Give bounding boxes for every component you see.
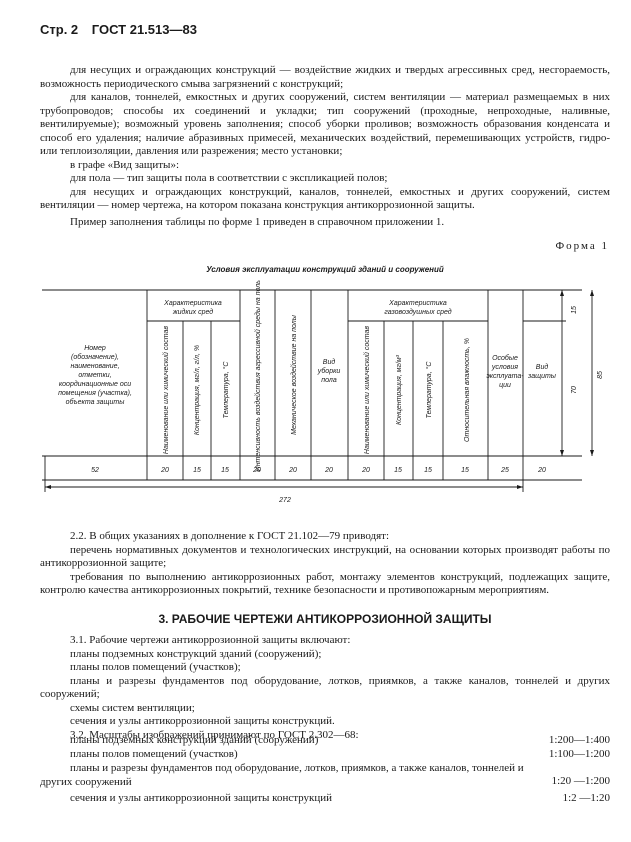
scale-row: планы полов помещений (участков) 1:100—1… [40,748,610,762]
object-header-line: Номер [84,345,106,352]
page-header: Стр. 2 ГОСТ 21.513—83 [40,22,207,37]
scale-text: планы полов помещений (участков) [70,748,238,760]
text-line: в графе «Вид защиты»: [70,158,180,171]
width-label: 20 [160,467,169,474]
liquid-group-header: жидких сред [172,308,213,316]
vertical-header: Температура, °С [425,361,433,419]
standard-code: ГОСТ 21.513—83 [91,22,197,37]
width-label: 20 [252,467,261,474]
paragraph-block-1: для несущих и ограждающих конструкций — … [40,64,610,229]
special-header: условия [491,364,518,371]
text-line: для пола — тип защиты пола в соответстви… [70,172,388,184]
scale-value: 1:2 —1:20 [562,792,610,804]
total-width-label: 272 [278,497,291,504]
vertical-header: Концентрация, мг/л, г/л, % [194,345,201,435]
height-label: 70 [571,386,578,394]
protect-header: Вид [536,363,549,371]
gas-group-header: Характеристика [388,300,447,307]
special-header: эксплуата- [486,373,524,380]
text-line: для несущих и ограждающих конструкций, к… [40,185,610,212]
width-label: 15 [461,467,469,474]
text-line: для несущих и ограждающих конструкций — … [40,64,610,90]
width-label: 20 [537,467,546,474]
text-line: планы подземных конструкций зданий (соор… [70,647,322,660]
scale-value: 1:20 —1:200 [551,775,610,787]
vertical-header: Температура, °С [222,361,230,419]
scale-text: сечения и узлы антикоррозионной защиты к… [70,792,333,804]
object-header-line: (обозначение), [71,353,119,361]
table-caption: Условия эксплуатации конструкций зданий … [206,265,444,274]
scale-value: 1:200—1:400 [548,734,610,746]
section-title: 3. РАБОЧИЕ ЧЕРТЕЖИ АНТИКОРРОЗИОННОЙ ЗАЩИ… [158,612,492,626]
vertical-header: Относительная влажность, % [464,338,471,442]
vertical-header: Наименование или химический состав [162,326,170,455]
liquid-group-header: Характеристика [163,300,222,307]
text-line: схемы систем вентиляции; [70,701,195,714]
vertical-header: Наименование или химический состав [363,326,371,455]
object-header-line: наименование, [70,363,119,370]
width-label: 15 [193,467,201,474]
vertical-header: Концентрация, мг/м³ [396,354,403,425]
width-label: 20 [361,467,370,474]
height-label: 85 [597,371,604,379]
text-line: планы полов помещений (участков); [70,661,241,673]
form-label: Форма 1 [555,240,609,252]
scale-value: 1:100—1:200 [548,748,610,760]
operating-conditions-table: Номер (обозначение), наименование, отмет… [42,280,604,504]
width-label: 52 [91,467,99,474]
width-label: 20 [324,467,333,474]
scale-text: планы подземных конструкций зданий (соор… [70,734,319,746]
text-line: сечения и узлы антикоррозионной защиты к… [70,715,335,727]
width-label: 20 [288,467,297,474]
height-label: 15 [571,306,578,314]
page-number: Стр. 2 [40,22,79,37]
clean-header: уборки [317,367,341,375]
scale-row: планы и разрезы фундаментов под оборудов… [40,762,610,789]
paragraph-block-2: 2.2. В общих указаниях в дополнение к ГО… [40,530,610,598]
paragraph-block-3: 3.1. Рабочие чертежи антикоррозионной за… [40,634,610,742]
width-label: 15 [394,467,402,474]
text-line: планы и разрезы фундаментов под оборудов… [40,674,610,701]
protect-header: защиты [527,373,557,380]
clean-header: Вид [323,358,336,366]
width-label: 15 [221,467,229,474]
scale-row: планы подземных конструкций зданий (соор… [40,734,610,748]
object-header-line: помещения (участка), [58,390,132,397]
text-line: перечень нормативных документов и технол… [40,543,610,570]
scale-text: планы и разрезы фундаментов под оборудов… [40,762,524,788]
text-line: требования по выполнению антикоррозионны… [40,570,610,597]
object-header-line: отметки, [78,372,111,379]
object-header-line: объекта защиты [66,398,126,406]
vertical-header: Интенсивность воздействия агрессивной ср… [254,280,262,471]
special-header: ции [499,382,511,389]
clean-header: пола [321,377,337,384]
width-label: 25 [500,467,509,474]
special-header: Особые [492,354,518,362]
scale-row: сечения и узлы антикоррозионной защиты к… [40,792,610,806]
object-header-line: координационные оси [59,380,131,388]
text-line: 2.2. В общих указаниях в дополнение к ГО… [70,530,390,542]
width-label: 15 [424,467,432,474]
vertical-header: Механическое воздействие на полы [290,314,298,435]
gas-group-header: газовоздушных сред [384,308,451,316]
text-line: Пример заполнения таблицы по форме 1 при… [70,215,445,228]
text-line: для каналов, тоннелей, емкостных и други… [40,91,610,157]
text-line: 3.1. Рабочие чертежи антикоррозионной за… [70,634,351,646]
text-line: 3.2. Масштабы изображений принимают по Г… [70,728,359,741]
